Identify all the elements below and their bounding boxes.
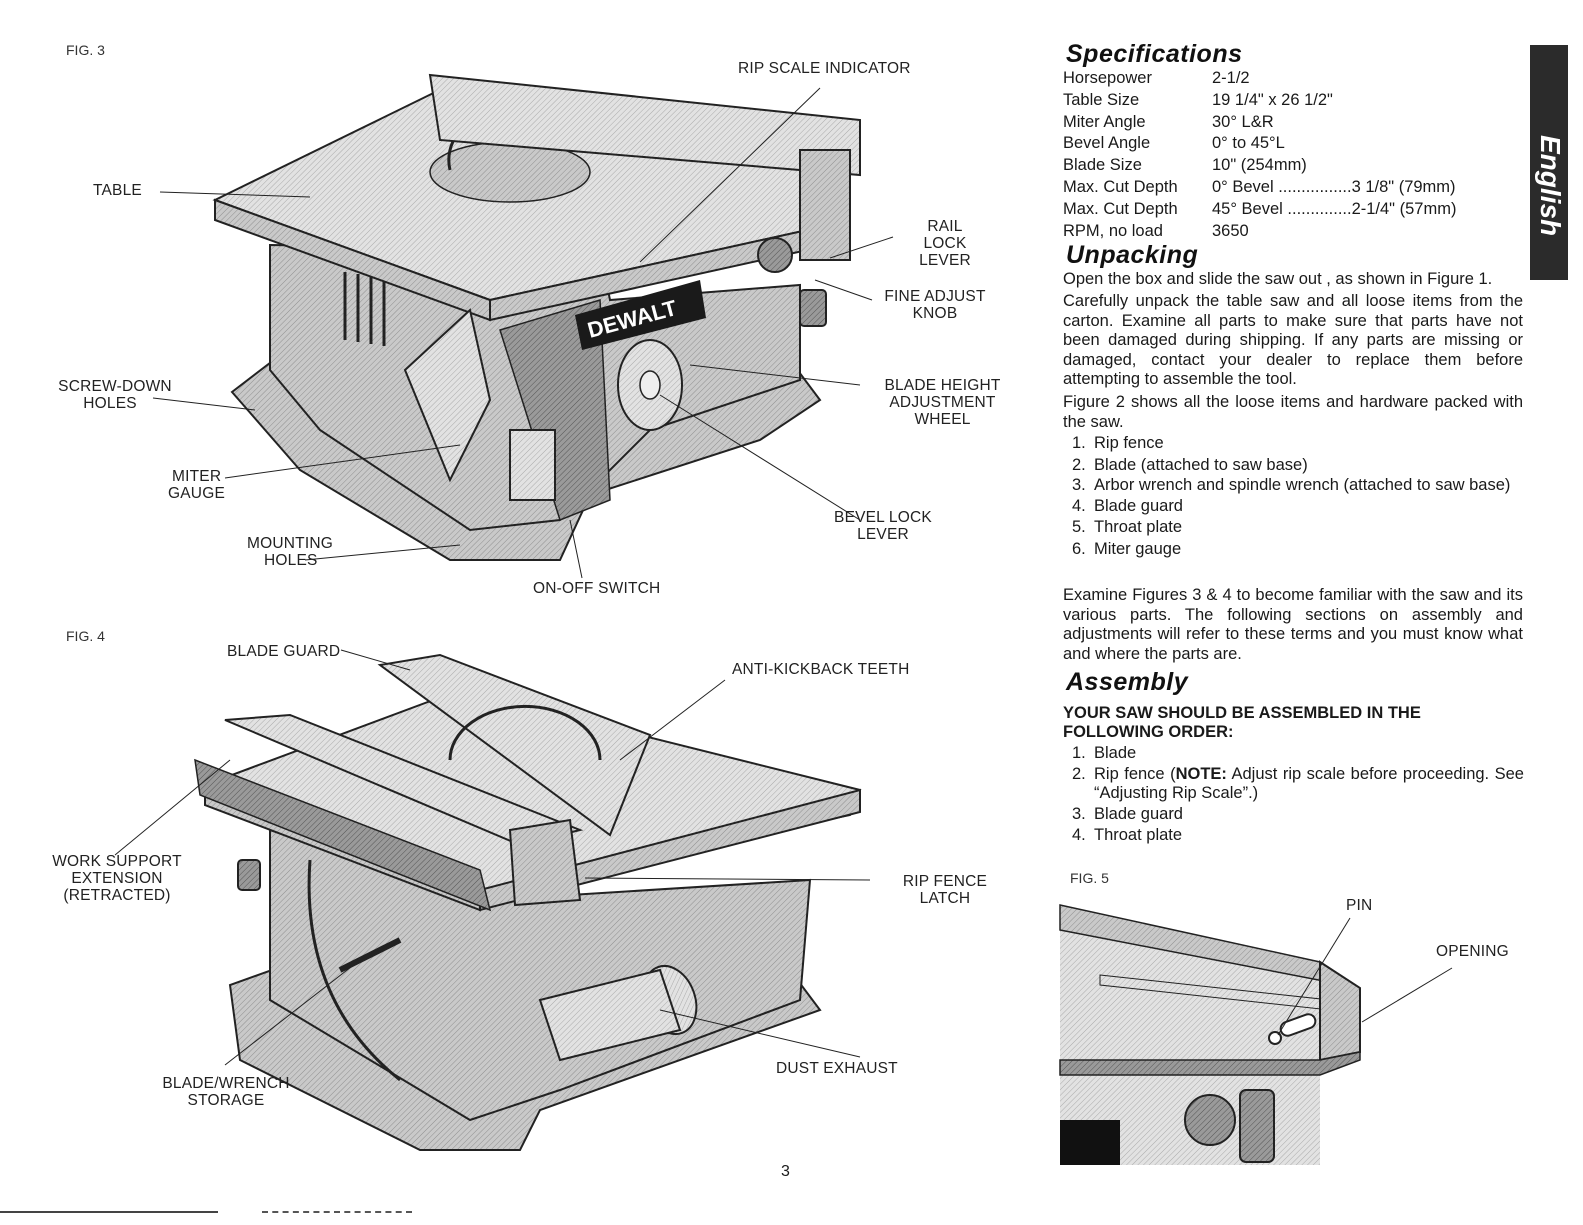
fig3-caption: FIG. 3 — [66, 42, 105, 58]
list-item: 6.Miter gauge — [1072, 539, 1182, 558]
language-tab: English — [1530, 45, 1568, 280]
list-item: 3.Arbor wrench and spindle wrench (attac… — [1072, 476, 1511, 494]
list-item: 2.Rip fence (NOTE: Adjust rip scale befo… — [1072, 764, 1524, 803]
label-mounting-holes: MOUNTING HOLES — [247, 535, 333, 569]
label-blade-guard: BLADE GUARD — [227, 643, 341, 660]
label-on-off-switch: ON-OFF SWITCH — [533, 580, 661, 597]
list-item: 4.Throat plate — [1072, 826, 1183, 844]
list-item: 5.Throat plate — [1072, 518, 1183, 536]
fig4-table-saw-illustration — [114, 649, 871, 1151]
list-item: 4.Blade guard — [1072, 496, 1183, 515]
label-work-support-extension: WORK SUPPORT EXTENSION (RETRACTED) — [52, 853, 182, 904]
footer-rule-dashes — [262, 1211, 412, 1213]
list-item: 1.Blade — [1072, 744, 1137, 762]
label-bevel-lock-lever: BEVEL LOCK LEVER — [834, 509, 932, 543]
label-anti-kickback-teeth: ANTI-KICKBACK TEETH — [732, 661, 910, 678]
list-item: 2.Blade (attached to saw base) — [1072, 455, 1308, 474]
label-opening: OPENING — [1436, 943, 1509, 960]
label-screw-down-holes: SCREW-DOWN HOLES — [58, 378, 172, 412]
unpacking-paragraph-1: Open the box and slide the saw out , as … — [1063, 270, 1493, 288]
label-rip-fence-latch: RIP FENCE LATCH — [902, 873, 988, 907]
label-table: TABLE — [93, 182, 142, 199]
label-blade-wrench-storage: BLADE/WRENCH STORAGE — [162, 1075, 290, 1109]
label-pin: PIN — [1346, 897, 1373, 914]
fig3-table-saw-illustration: DEWALT — [152, 73, 894, 579]
assembly-steps-list: 1.Blade 2.Rip fence (NOTE: Adjust rip sc… — [1072, 743, 1524, 847]
unpacking-items-list: 1.Rip fence 2.Blade (attached to saw bas… — [1072, 433, 1524, 560]
unpacking-paragraph-3: Figure 2 shows all the loose items and h… — [1063, 393, 1523, 431]
label-miter-gauge: MITER GAUGE — [168, 468, 225, 502]
unpacking-paragraph-4: Examine Figures 3 & 4 to become familiar… — [1063, 586, 1523, 663]
page-number: 3 — [781, 1163, 790, 1180]
label-rip-scale-indicator: RIP SCALE INDICATOR — [738, 60, 911, 77]
fig5-caption: FIG. 5 — [1070, 870, 1109, 886]
footer-rule — [0, 1211, 218, 1213]
unpacking-paragraph-2: Carefully unpack the table saw and all l… — [1063, 292, 1523, 389]
assembly-heading: Assembly — [1066, 668, 1189, 696]
label-dust-exhaust: DUST EXHAUST — [776, 1060, 898, 1077]
list-item: 3.Blade guard — [1072, 804, 1183, 823]
assembly-order-note: YOUR SAW SHOULD BE ASSEMBLED IN THE FOLL… — [1063, 704, 1421, 741]
label-rail-lock-lever: RAIL LOCK LEVER — [919, 218, 971, 269]
specifications-heading: Specifications — [1066, 40, 1243, 68]
list-item: 1.Rip fence — [1072, 434, 1164, 452]
unpacking-heading: Unpacking — [1066, 241, 1199, 269]
label-blade-height-wheel: BLADE HEIGHT ADJUSTMENT WHEEL — [884, 377, 1001, 428]
label-fine-adjust-knob: FINE ADJUST KNOB — [884, 288, 986, 322]
fig4-caption: FIG. 4 — [66, 628, 105, 644]
